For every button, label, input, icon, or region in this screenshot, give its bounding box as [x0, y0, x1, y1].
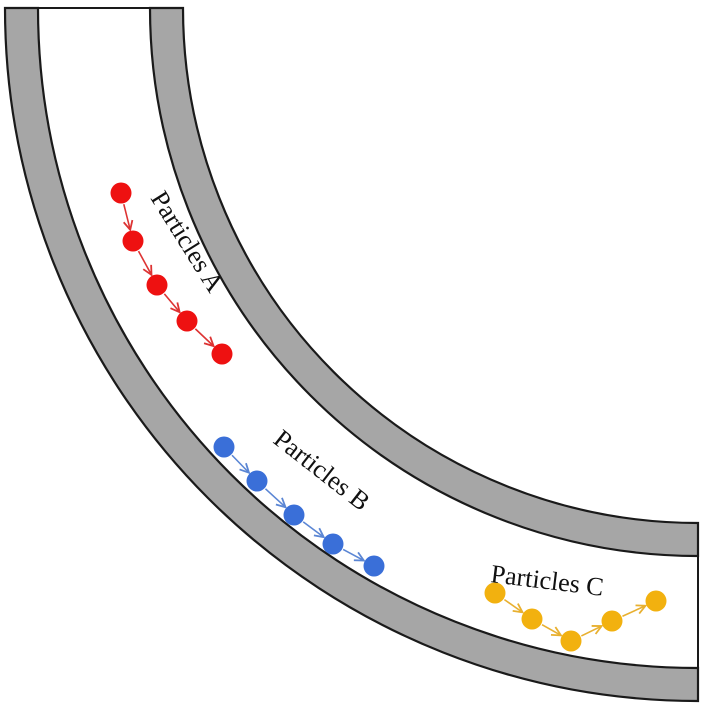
- particle: [213, 436, 235, 458]
- flow-arrow-icon: [541, 623, 561, 636]
- flow-arrow-icon: [264, 488, 285, 507]
- flow-arrow-icon: [580, 626, 601, 637]
- particle-group-c: Particles C: [484, 559, 667, 652]
- flow-arrow-icon: [231, 454, 249, 472]
- particles-c-label: Particles C: [489, 559, 605, 602]
- flow-arrow-icon: [622, 606, 645, 617]
- particle: [176, 310, 198, 332]
- flow-arrow-icon: [302, 521, 324, 537]
- flow-arrow-icon: [163, 293, 179, 312]
- particle: [146, 274, 168, 296]
- flow-arrow-icon: [124, 203, 130, 230]
- particle: [645, 590, 667, 612]
- inner-pipe-wall: [148, 6, 700, 558]
- particle: [246, 470, 268, 492]
- particle: [484, 582, 506, 604]
- particle: [283, 504, 305, 526]
- flow-arrow-icon: [137, 250, 152, 275]
- particle: [322, 533, 344, 555]
- particle: [521, 608, 543, 630]
- particle: [110, 182, 132, 204]
- particle: [211, 343, 233, 365]
- particle: [122, 230, 144, 252]
- particle: [363, 555, 385, 577]
- flow-arrow-icon: [194, 328, 213, 346]
- flow-arrow-icon: [342, 548, 364, 560]
- flow-arrow-icon: [503, 598, 522, 613]
- outer-pipe-wall: [3, 6, 700, 703]
- particle: [601, 610, 623, 632]
- particle: [560, 630, 582, 652]
